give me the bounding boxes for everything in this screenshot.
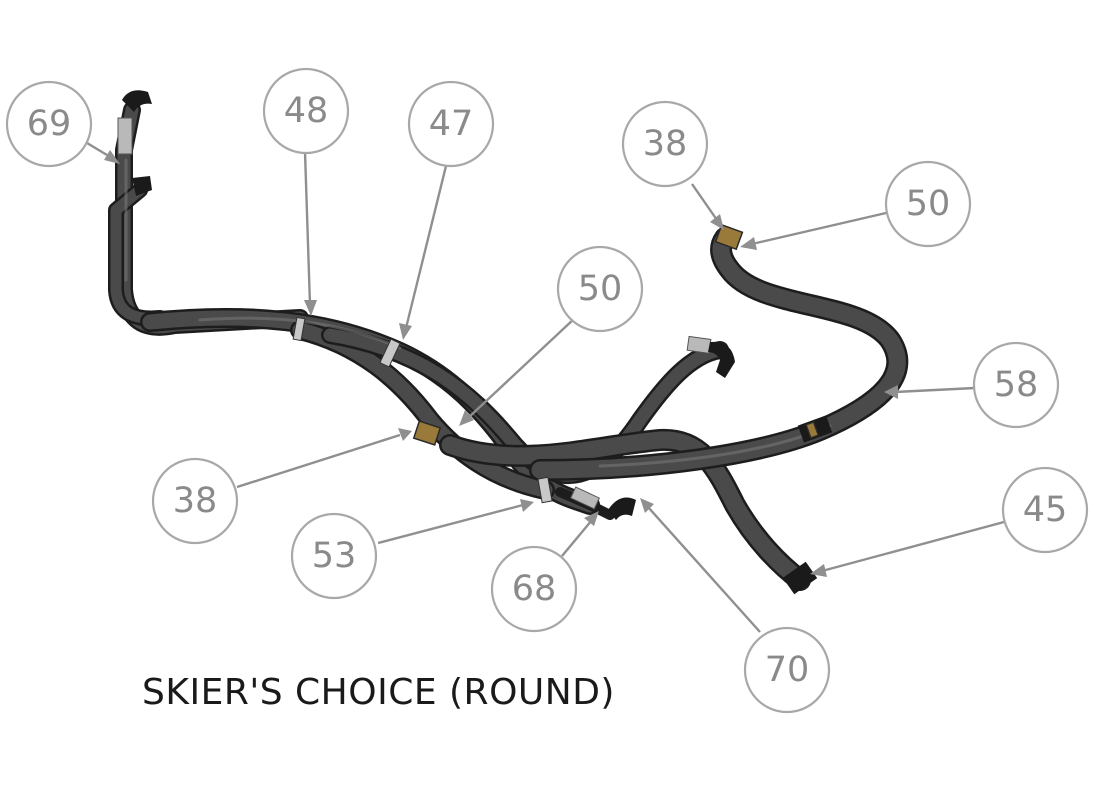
balloon-label: 69: [27, 104, 72, 144]
balloon-label: 45: [1023, 490, 1068, 530]
fitting-brass-left: [412, 420, 442, 446]
balloon-70: 70: [743, 626, 831, 714]
balloon-48: 48: [262, 67, 350, 155]
balloon-38-top: 38: [621, 100, 709, 188]
balloon-68: 68: [490, 545, 578, 633]
balloon-38-left: 38: [151, 457, 239, 545]
fitting-top-left: [117, 90, 152, 155]
balloon-47: 47: [407, 80, 495, 168]
balloon-53: 53: [290, 512, 378, 600]
balloon-label: 53: [312, 536, 357, 576]
hose-end-45: [782, 561, 818, 595]
balloon-label: 38: [643, 124, 688, 164]
balloon-label: 58: [994, 365, 1039, 405]
balloon-50-right: 50: [884, 160, 972, 248]
coupling-58: [797, 415, 833, 443]
balloon-label: 50: [578, 269, 623, 309]
fitting-bottom-68-70: [555, 486, 636, 520]
balloon-label: 68: [512, 569, 557, 609]
balloon-50-center: 50: [556, 245, 644, 333]
balloon-label: 47: [429, 104, 474, 144]
balloon-label: 38: [173, 481, 218, 521]
clamps: [292, 316, 553, 504]
hose-assembly: [108, 90, 909, 595]
balloon-69: 69: [5, 80, 93, 168]
hose-left-riser: [108, 101, 309, 336]
hose-main-bundle: [140, 308, 729, 515]
balloon-label: 48: [284, 91, 329, 131]
balloon-label: 70: [765, 650, 810, 690]
callout-balloons: 69 48 47 38 50 50 58 38: [5, 67, 1089, 714]
balloon-label: 50: [906, 184, 951, 224]
leader-lines: [81, 138, 1005, 633]
fitting-brass-right: [714, 223, 744, 251]
balloon-45: 45: [1001, 466, 1089, 554]
diagram-caption: SKIER'S CHOICE (ROUND): [142, 672, 615, 713]
balloon-58: 58: [972, 341, 1060, 429]
hose-right-long: [439, 428, 811, 591]
fitting-left-mid: [132, 176, 152, 196]
fitting-center-elbow: [686, 335, 735, 378]
